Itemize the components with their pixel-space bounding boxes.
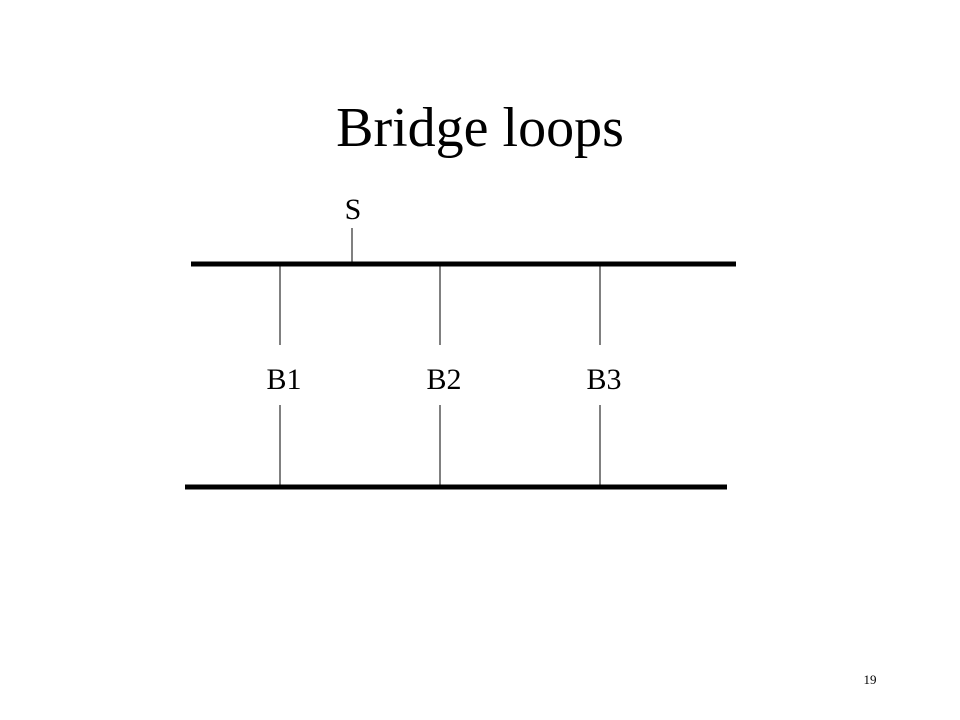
- page-number: 19: [863, 672, 877, 687]
- bridge-b2-label: B2: [426, 363, 461, 396]
- bridge-b1-label: B1: [266, 363, 301, 396]
- bridge-b1: B1: [266, 264, 302, 487]
- slide-title: Bridge loops: [336, 97, 624, 159]
- bridge-b3: B3: [586, 264, 622, 487]
- station-label: S: [345, 193, 362, 226]
- bridge-b3-label: B3: [586, 363, 621, 396]
- bridge-b2: B2: [426, 264, 462, 487]
